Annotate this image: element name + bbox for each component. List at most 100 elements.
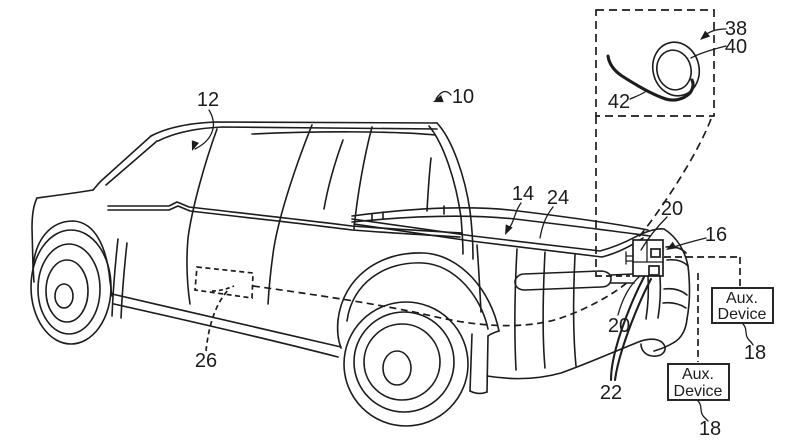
aux-device-2-line2: Device [674,383,723,400]
ref-label-10: 10 [452,86,474,108]
mudflap-left [469,333,473,392]
rear-tire-inner [353,311,455,413]
c-pillar [353,126,373,230]
rear-hub [382,350,412,386]
hood-line [36,189,94,199]
leader-42 [629,91,646,100]
tail-lamp [514,270,635,291]
aux-device-1-outline [711,287,774,324]
arrowhead-10 [433,95,444,103]
mudflap-bottom [469,390,488,395]
roof-inner-line [251,131,436,136]
rear-door-seam [267,124,313,305]
arch-to-mudflap [487,330,500,337]
post-rib-4 [662,301,687,309]
cord-kit-box-38 [595,9,715,117]
harness-dashed-line [252,279,631,327]
aux-device-2-leader [697,400,709,422]
cab-rear-edge [436,122,474,260]
roof-drip-line [157,126,438,142]
kit-box-diagonal [637,118,712,239]
belt-line-upper [107,201,463,234]
rear-wheel-arch-inner [346,262,489,330]
bedside-panel [336,244,688,395]
front-hub [54,283,74,309]
arrowheads [191,30,711,250]
aux-device-1-leader [742,323,754,346]
cable-22 [609,275,653,382]
a-pillar [92,135,152,191]
aux-device-1-line2: Device [718,306,767,323]
ref-label-20-lower: 20 [608,315,630,337]
rear-window-edge [426,157,432,212]
ref-label-12: 12 [197,89,219,111]
ref-label-18-right: 18 [744,342,766,364]
rocker-bottom [113,303,339,358]
arrowhead-14 [505,224,513,235]
ref-label-40: 40 [725,36,747,58]
front-tire-inner [37,243,101,335]
post-left-lower-1 [645,275,650,320]
hidden-wiring [194,116,741,362]
ref-label-22: 22 [600,382,622,404]
bedside-seam-1 [514,248,518,371]
leader-10 [435,90,452,100]
kit-dashed-box [595,9,715,117]
aux-device-2-outline [667,363,730,401]
post-rib-2 [666,258,689,267]
quarter-window-divider [323,139,344,210]
rocker-top [111,293,342,348]
rear-tire-outer [343,301,469,427]
connector-panel-16 [625,239,664,277]
leader-40 [690,45,727,59]
module-26-dashed-rect [194,266,254,299]
coil-inner-ring [656,49,692,91]
aux-device-2-line1: Aux. [682,366,714,383]
far-rail-bottom [351,215,651,237]
leader-20-upper [640,216,668,251]
connector-bracket [625,251,634,265]
front-fender-seam-1 [111,238,119,317]
belt-line-lower [107,205,461,238]
tail-lamp-extension-top [610,273,634,276]
cable-22-line-b [613,277,653,382]
coil-outer-ring [651,41,701,97]
connector-socket-lower [648,265,660,276]
ref-label-26: 26 [195,350,217,372]
rear-wheel-arch-outer [337,252,500,332]
front-wheel [30,229,112,345]
cord-coil-40 [606,41,701,102]
a-pillar-inner [105,140,158,186]
post-rib-1 [665,245,687,254]
near-rail-top [351,218,640,252]
post-outer-edge [663,228,691,320]
truck-body [31,121,474,358]
aux-device-box-2: Aux. Device [667,363,730,422]
mudflap-right [486,335,489,393]
module-26-inner-tick [211,285,235,292]
tail-lamp-outline [514,270,612,291]
bedside-seam-2 [542,251,546,369]
ref-label-42: 42 [608,91,630,113]
post-rib-3 [663,287,688,296]
ref-label-16: 16 [705,224,727,246]
ref-label-14: 14 [512,183,534,205]
roof-line [150,121,438,137]
rear-rim [363,323,441,401]
rear-wheel [343,301,469,427]
reference-numerals: 10 12 14 24 20 16 20 22 26 38 40 42 18 1… [195,18,766,440]
leader-12 [194,109,215,150]
ref-label-24: 24 [547,187,569,209]
body-bottom-rear [486,340,642,380]
far-rail-top [351,206,649,231]
post-left-lower-2 [657,275,662,319]
front-wheel-arch [32,220,111,282]
aux-device-box-1: Aux. Device [711,287,774,346]
bed-rails [351,205,651,258]
module-26-leader [205,288,230,352]
arch-to-rocker [336,319,342,349]
ref-label-18-bottom: 18 [699,418,721,440]
connector-panel-divider [632,239,664,263]
